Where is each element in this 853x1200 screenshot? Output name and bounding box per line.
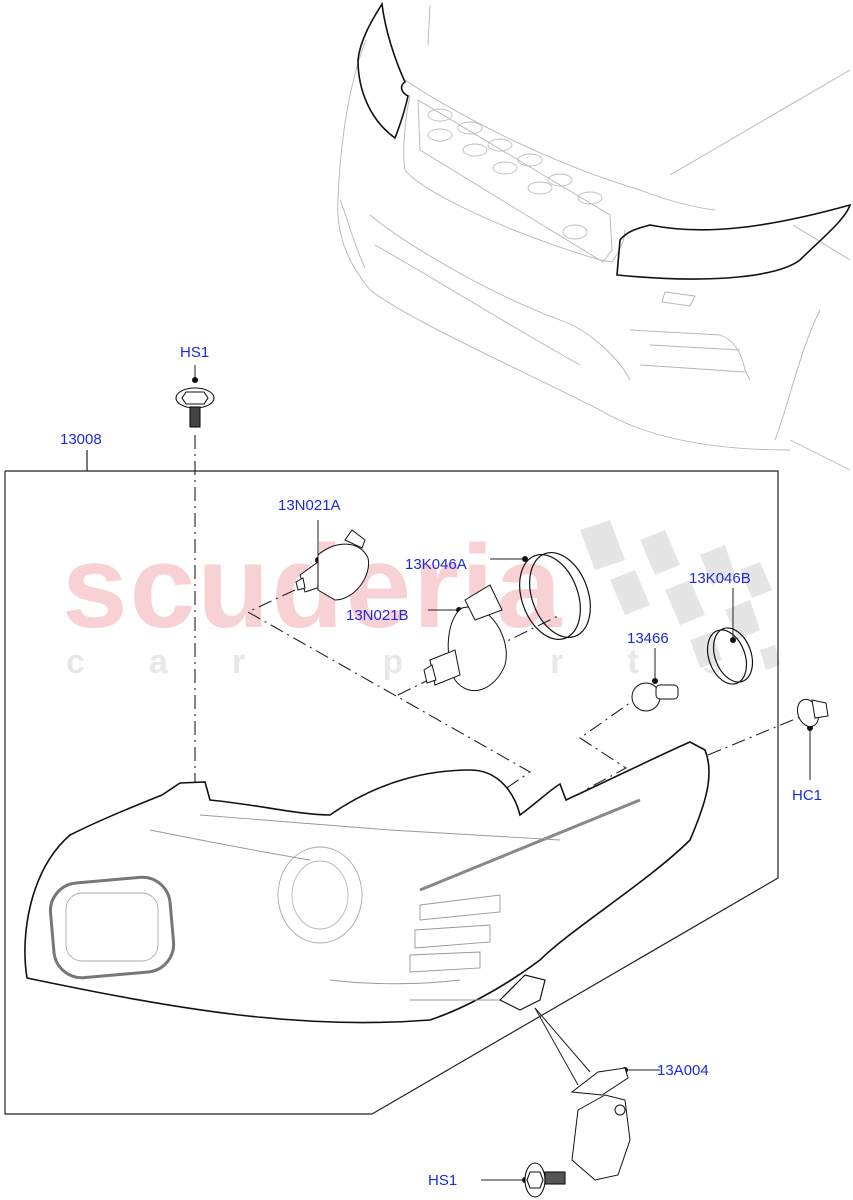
callout-HC1[interactable]: HC1 [792,787,823,804]
cap-13K046A [519,551,591,641]
vehicle-headlamp-highlights [357,1,852,280]
bulb-13466 [631,682,679,712]
cap-13K046B [706,627,754,685]
callout-13K046A[interactable]: 13K046A [405,556,467,573]
callout-13N021B[interactable]: 13N021B [346,607,409,624]
callout-13008[interactable]: 13008 [60,431,102,448]
clip-HC1 [796,698,829,728]
assembly-leader-lines [194,435,801,799]
callout-13466[interactable]: 13466 [627,630,669,647]
assembly-bracket-box [4,450,779,1115]
bulb-13N021B [423,584,507,692]
callout-13A004[interactable]: 13A004 [657,1062,709,1079]
bracket-13A004 [570,1067,631,1181]
headlamp-mount-tab [498,974,546,1011]
vehicle-front-outline [337,4,851,471]
bolt-bottom [524,1162,566,1198]
headlamp-internals [48,798,641,1001]
callout-leaders [194,365,811,1181]
watermark-tagline: car parts [66,643,786,681]
bolt-top [175,387,215,428]
bulb-13N021A [295,529,370,601]
callout-HS1-top[interactable]: HS1 [180,344,210,361]
headlamp-housing [24,741,710,1024]
checkered-flag-watermark [580,520,780,670]
callout-13N021A[interactable]: 13N021A [278,497,341,514]
callout-HS1-bottom[interactable]: HS1 [428,1172,458,1189]
callout-13K046B[interactable]: 13K046B [689,570,751,587]
